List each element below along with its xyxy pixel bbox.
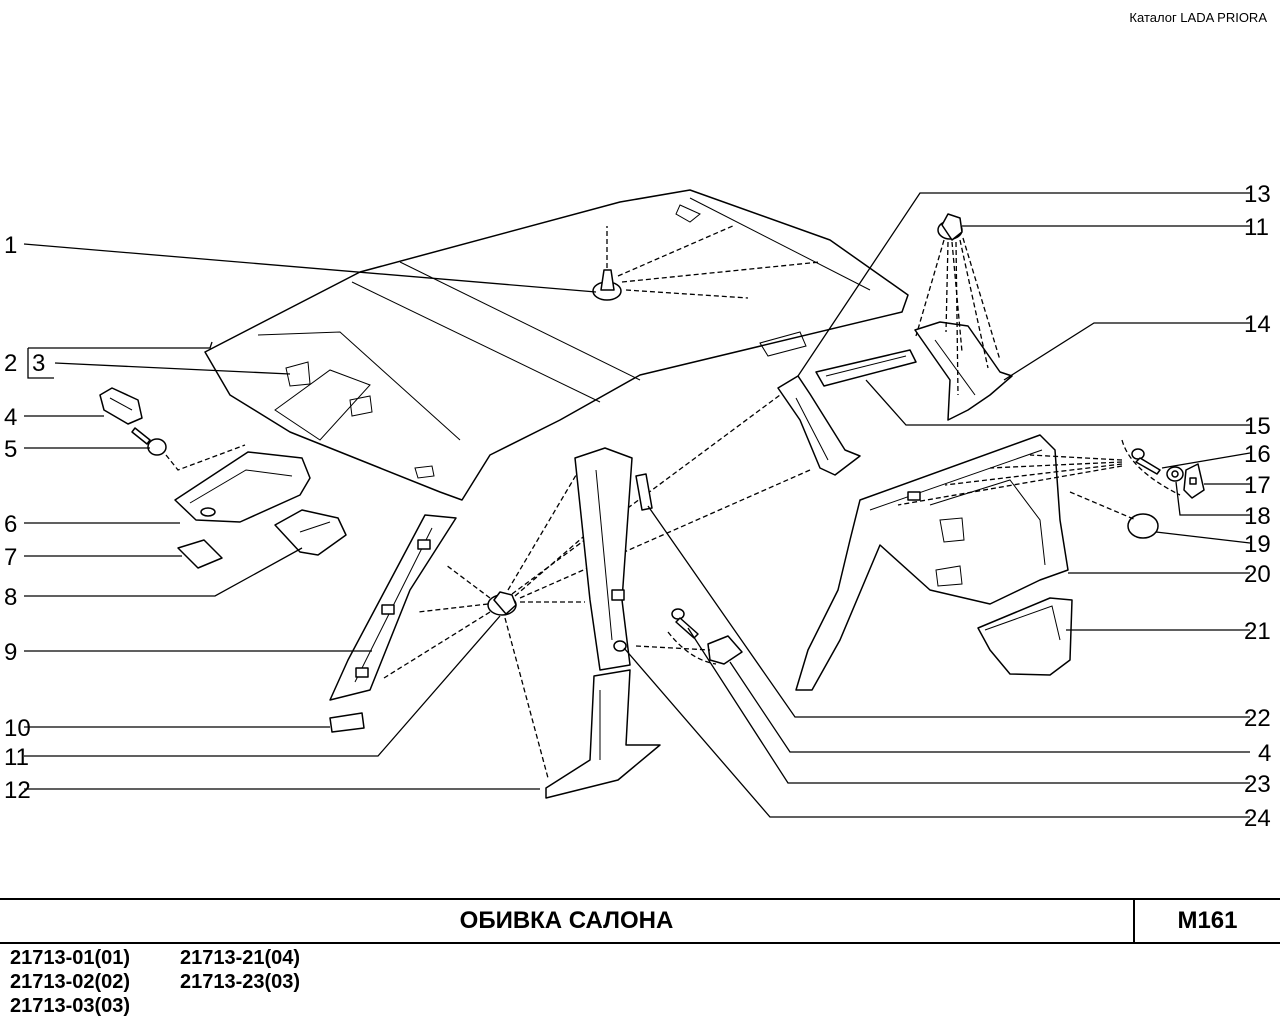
title-block: ОБИВКА САЛОНА M161 xyxy=(0,898,1280,944)
part-clip-4-left xyxy=(99,387,143,425)
part-plug-10 xyxy=(329,712,365,733)
callout-8: 8 xyxy=(4,584,17,611)
model-code: 21713-02(02) xyxy=(10,971,131,993)
part-strip-22 xyxy=(635,473,653,511)
callout-22: 22 xyxy=(1244,705,1271,732)
trim-20-dash-arc xyxy=(1121,439,1181,496)
part-washer-18 xyxy=(1166,466,1184,482)
part-screw-23 xyxy=(671,608,699,639)
callout-12: 12 xyxy=(4,777,31,804)
callout-6: 6 xyxy=(4,511,17,538)
part-wheel-arch-trim-20 xyxy=(795,434,1069,691)
part-bracket-17 xyxy=(1183,463,1205,499)
part-strip-15 xyxy=(815,349,917,387)
part-plug-19 xyxy=(1127,513,1159,539)
callout-21: 21 xyxy=(1244,618,1271,645)
part-console-6 xyxy=(174,451,311,523)
catalog-header: Каталог LADA PRIORA xyxy=(1129,10,1267,25)
model-list: 21713-01(01) 21713-02(02) 21713-03(03) 2… xyxy=(10,946,410,1018)
title-divider xyxy=(1133,900,1135,942)
part-box-21 xyxy=(977,597,1073,676)
callout-1: 1 xyxy=(4,232,17,259)
part-cover-7 xyxy=(177,539,223,569)
console-dash-line xyxy=(165,444,246,471)
part-pillar-trim-9 xyxy=(329,514,457,701)
callout-11-right: 11 xyxy=(1244,214,1269,241)
part-clip-11-center xyxy=(487,591,517,616)
model-code: 21713-23(03) xyxy=(180,971,301,993)
part-clip-11-right xyxy=(937,213,963,241)
callout-4: 4 xyxy=(4,404,17,431)
sheet-code: M161 xyxy=(1177,907,1238,934)
callout-numbers-right: 13 11 14 15 16 17 18 19 20 21 22 4 23 24 xyxy=(1244,181,1271,832)
part-b-pillar-lower-12 xyxy=(545,669,661,799)
callout-2: 2 xyxy=(4,350,17,377)
callout-18: 18 xyxy=(1244,503,1271,530)
part-b-pillar-upper-24 xyxy=(574,447,633,671)
callout-16: 16 xyxy=(1244,441,1271,468)
callout-24: 24 xyxy=(1244,805,1271,832)
callout-19: 19 xyxy=(1244,531,1271,558)
callout-20: 20 xyxy=(1244,561,1271,588)
trim-20-arrows xyxy=(897,454,1123,506)
callout-7: 7 xyxy=(4,544,17,571)
page-title: ОБИВКА САЛОНА xyxy=(459,907,674,934)
callout-13: 13 xyxy=(1244,181,1271,208)
headliner-mounting-arrows xyxy=(606,224,821,299)
right-clip-arrows xyxy=(915,237,1001,396)
parts-diagram: 1 2 3 4 5 6 7 8 9 10 11 12 13 11 14 15 1… xyxy=(4,181,1271,832)
callout-15: 15 xyxy=(1244,413,1271,440)
part-c-pillar-13 xyxy=(777,375,861,476)
callout-10: 10 xyxy=(4,715,31,742)
callout-17: 17 xyxy=(1244,472,1271,499)
part-bracket-8 xyxy=(274,509,347,556)
callout-11-left: 11 xyxy=(4,744,29,771)
callout-9: 9 xyxy=(4,639,17,666)
callout-4-right: 4 xyxy=(1258,740,1271,767)
part-headliner xyxy=(204,189,909,501)
part-screw-5 xyxy=(131,427,167,456)
leader-lines xyxy=(23,192,1251,818)
plug-19-dash xyxy=(1069,491,1137,521)
part-screw-16 xyxy=(1131,448,1161,475)
callout-23: 23 xyxy=(1244,771,1271,798)
b-pillar-dash xyxy=(635,645,711,651)
callout-14: 14 xyxy=(1244,311,1271,338)
callout-3: 3 xyxy=(32,350,45,377)
model-code: 21713-21(04) xyxy=(180,947,301,969)
part-trim-14 xyxy=(914,321,1013,421)
model-code: 21713-01(01) xyxy=(10,947,131,969)
callout-5: 5 xyxy=(4,436,17,463)
model-code: 21713-03(03) xyxy=(10,995,131,1017)
part-clip-4-right xyxy=(707,635,743,665)
callout-numbers-left: 1 2 3 4 5 6 7 8 9 10 11 12 xyxy=(4,232,45,804)
